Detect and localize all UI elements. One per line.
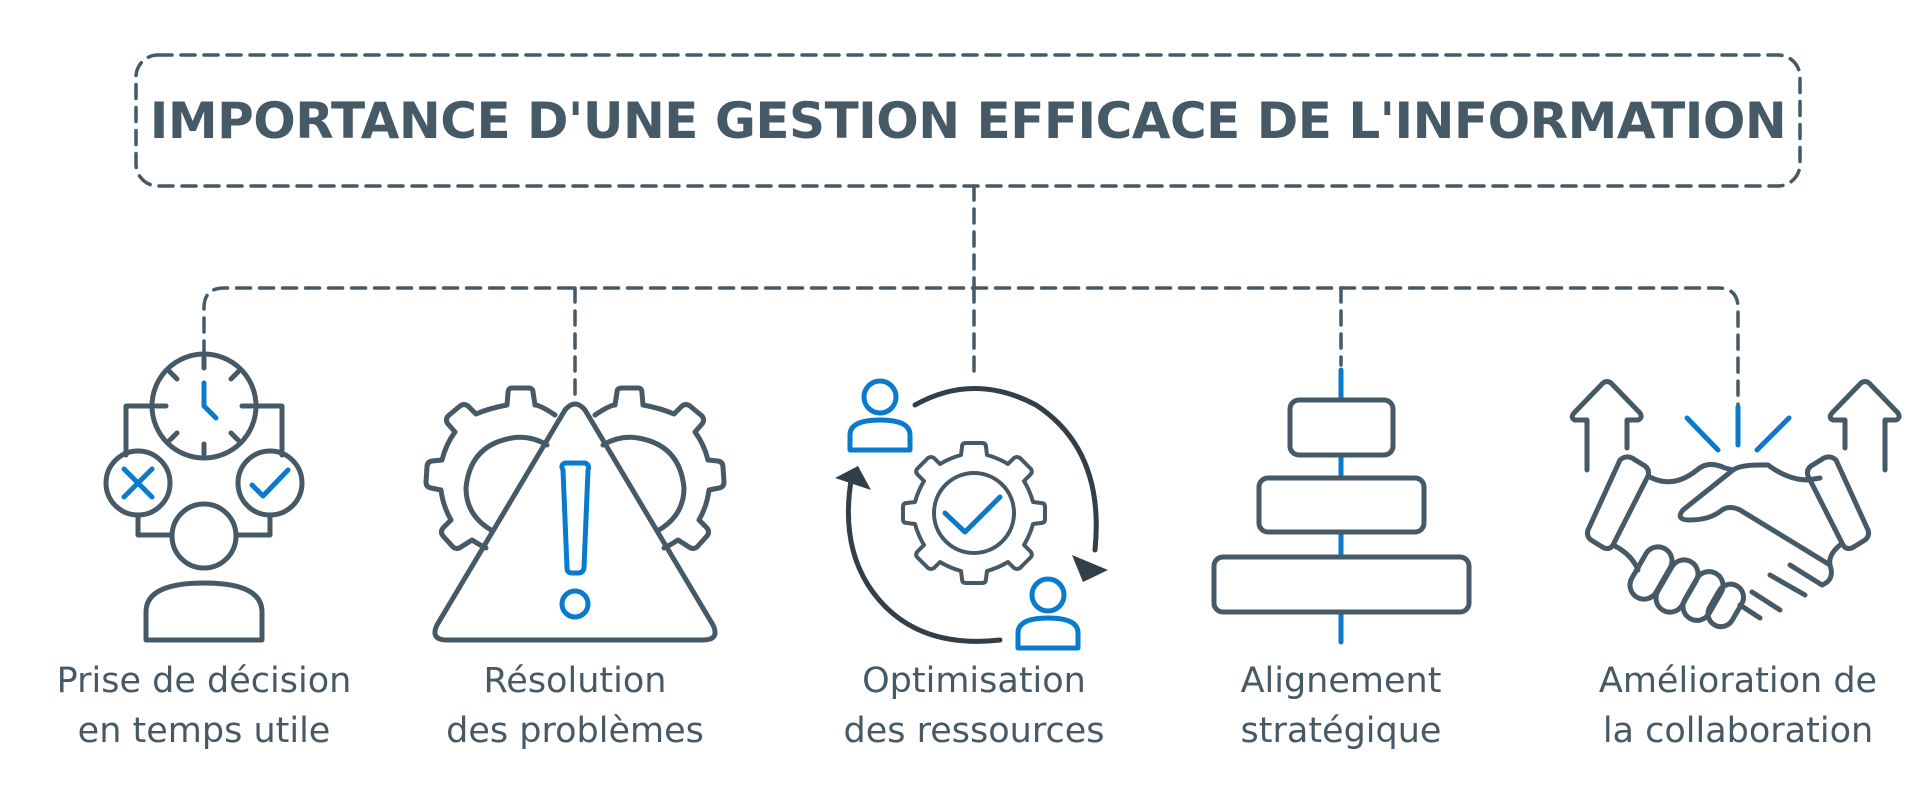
connector-lines (202, 184, 1740, 407)
item-label-line1: Alignement (1240, 661, 1442, 701)
item-label-line1: Résolution (483, 661, 667, 701)
item-label-line2: stratégique (1240, 711, 1442, 751)
item-label-decision: Prise de décision en temps utile (24, 656, 384, 756)
item-label-line2: la collaboration (1602, 711, 1874, 751)
title-box-border (134, 53, 1802, 188)
decision-clock-person-icon (103, 351, 305, 643)
item-label-line1: Optimisation (862, 661, 1086, 701)
item-label-line1: Amélioration de (1598, 661, 1878, 701)
item-label-problem-solving: Résolution des problèmes (395, 656, 755, 756)
item-label-collaboration: Amélioration de la collaboration (1558, 656, 1918, 756)
item-label-line2: des problèmes (446, 711, 704, 751)
item-label-line1: Prise de décision (56, 661, 352, 701)
handshake-growth-icon (1569, 379, 1902, 630)
alignment-stack-icon (1211, 367, 1472, 645)
item-label-resources: Optimisation des ressources (794, 656, 1154, 756)
item-label-alignment: Alignement stratégique (1161, 656, 1521, 756)
warning-gears-icon (423, 385, 727, 643)
resource-cycle-gear-icon (835, 378, 1108, 651)
item-label-line2: des ressources (843, 711, 1105, 751)
page-title: IMPORTANCE D'UNE GESTION EFFICACE DE L'I… (149, 91, 1787, 150)
title-box: IMPORTANCE D'UNE GESTION EFFICACE DE L'I… (136, 55, 1800, 186)
item-label-line2: en temps utile (77, 711, 331, 751)
